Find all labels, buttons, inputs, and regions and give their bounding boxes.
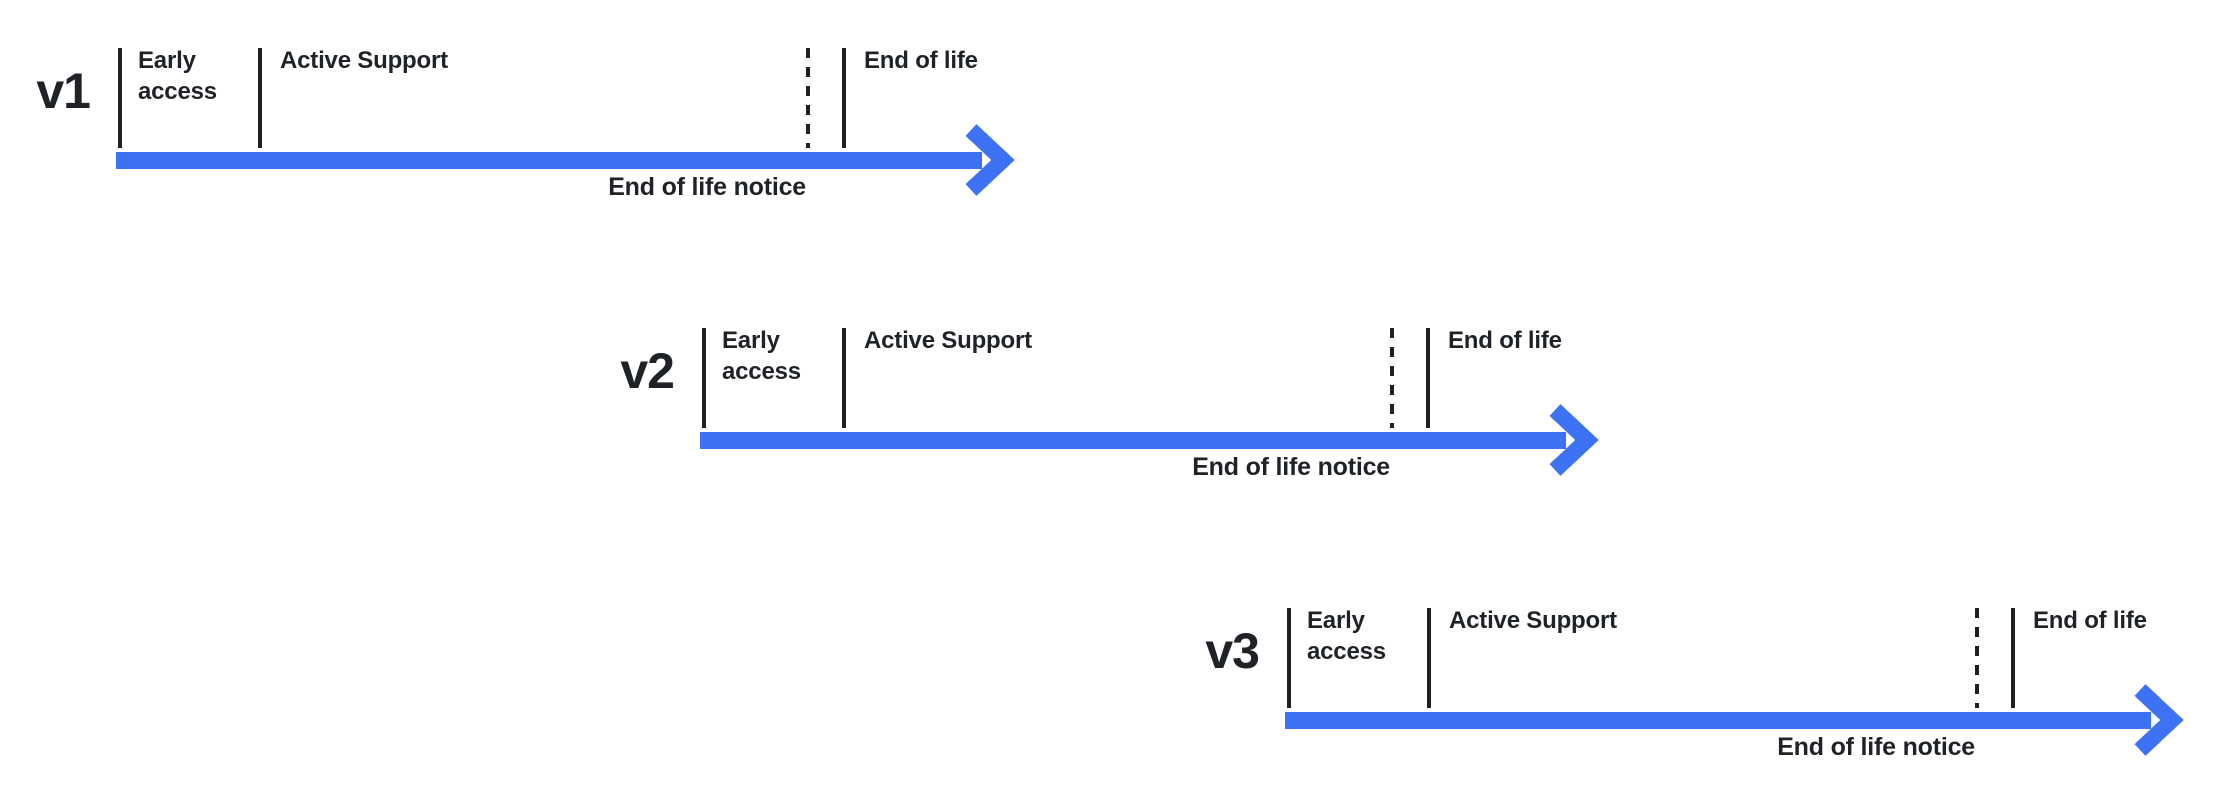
timeline-arrow-bar: [1285, 712, 2151, 729]
end-of-life-notice-tick: [1390, 328, 1394, 428]
active-support-label: Active Support: [1449, 607, 1617, 634]
timeline-arrow-bar: [700, 432, 1566, 449]
active-support-label: Active Support: [280, 47, 448, 74]
end-of-life-notice-tick: [806, 48, 810, 148]
timeline-v3: v3 Early access Active Support End of li…: [1187, 593, 2227, 793]
timeline-arrow-bar: [116, 152, 982, 169]
early-access-start-tick: [118, 48, 122, 148]
end-of-life-label: End of life: [864, 47, 978, 74]
version-label: v3: [1205, 623, 1260, 679]
arrow-head-icon: [1549, 404, 1599, 476]
end-of-life-tick: [2011, 608, 2015, 708]
active-support-start-tick: [1427, 608, 1431, 708]
end-of-life-notice-tick: [1975, 608, 1979, 708]
version-label: v2: [620, 343, 675, 399]
early-access-label: Early access: [138, 47, 217, 105]
arrow-head-icon: [2134, 684, 2184, 756]
early-access-label: Early access: [722, 327, 801, 385]
timeline-v2: v2 Early access Active Support End of li…: [602, 313, 1642, 513]
early-access-start-tick: [1287, 608, 1291, 708]
end-of-life-label: End of life: [2033, 607, 2147, 634]
active-support-label: Active Support: [864, 327, 1032, 354]
active-support-start-tick: [258, 48, 262, 148]
end-of-life-notice-label: End of life notice: [608, 173, 806, 201]
end-of-life-tick: [1426, 328, 1430, 428]
active-support-start-tick: [842, 328, 846, 428]
early-access-label: Early access: [1307, 607, 1386, 665]
arrow-head-icon: [965, 124, 1015, 196]
early-access-start-tick: [702, 328, 706, 428]
version-label: v1: [36, 63, 91, 119]
end-of-life-tick: [842, 48, 846, 148]
end-of-life-notice-label: End of life notice: [1777, 733, 1975, 761]
timeline-v1: v1 Early access Active Support End of li…: [18, 33, 1058, 233]
end-of-life-notice-label: End of life notice: [1192, 453, 1390, 481]
end-of-life-label: End of life: [1448, 327, 1562, 354]
